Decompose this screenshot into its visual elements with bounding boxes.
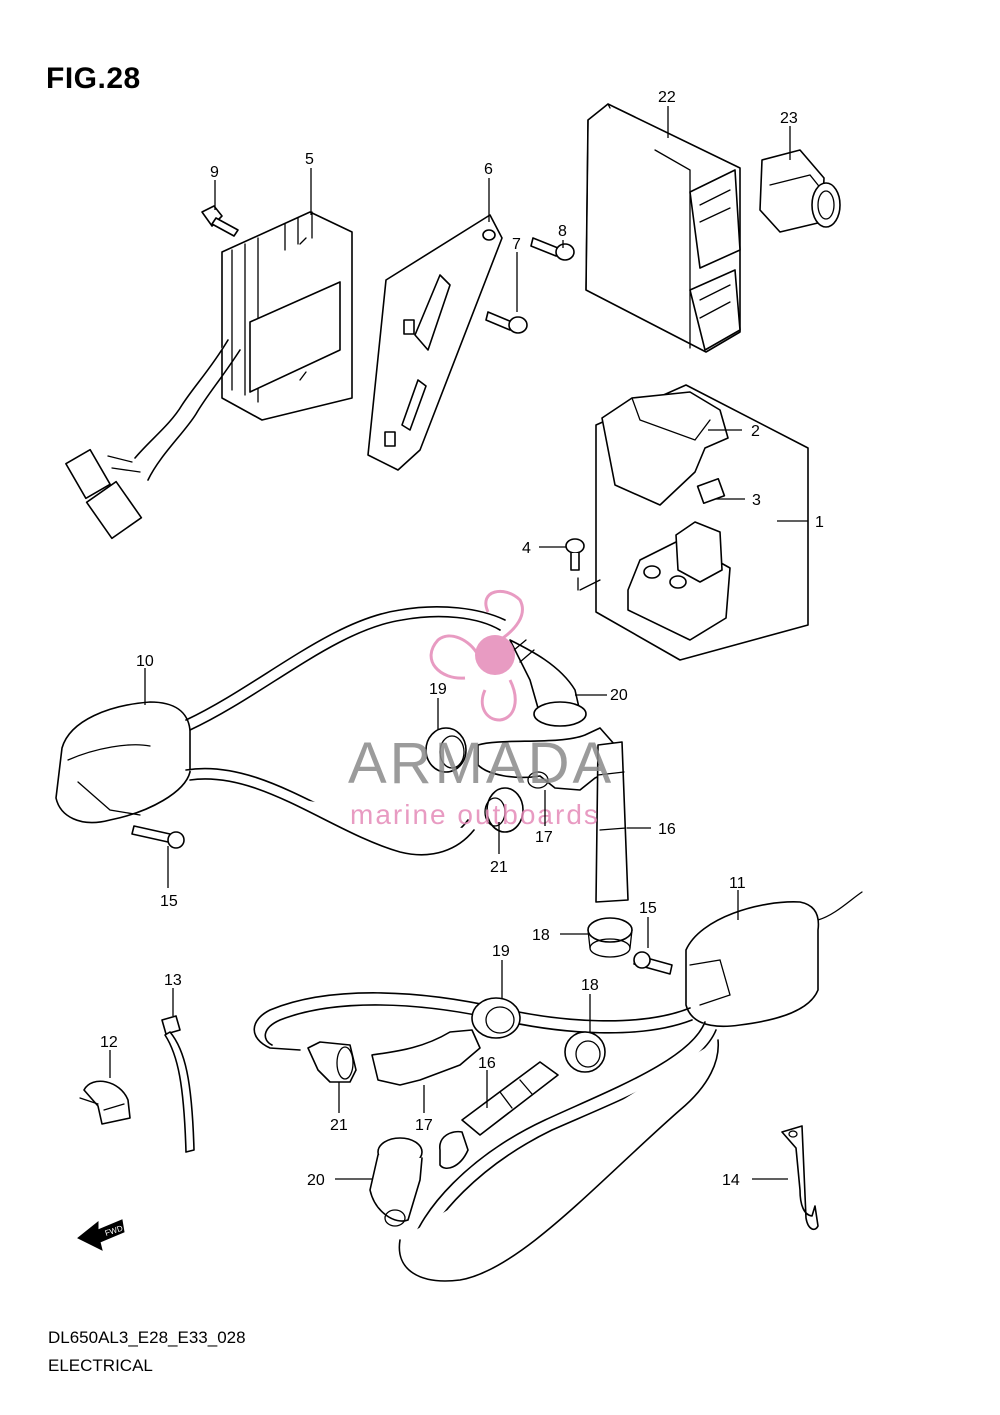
forward-direction-arrow: FWD xyxy=(77,1219,125,1251)
watermark-tagline: marine outboards xyxy=(350,799,600,830)
high-tension-leads-lower xyxy=(253,992,720,1282)
callout-18b: 18 xyxy=(581,977,599,994)
callout-14: 14 xyxy=(722,1172,740,1189)
armada-watermark: ARMADA marine outboards xyxy=(348,590,614,830)
callout-16: 16 xyxy=(658,821,676,838)
diagram-code: DL650AL3_E28_E33_028 xyxy=(48,1328,246,1347)
callout-17: 17 xyxy=(535,829,553,846)
ignition-coil-lower xyxy=(633,891,863,1028)
watermark-brand: ARMADA xyxy=(348,731,614,796)
seal-18-upper xyxy=(587,917,633,958)
mounting-bracket xyxy=(367,214,503,471)
callout-6: 6 xyxy=(484,161,493,178)
starter-relay-assembly xyxy=(577,384,809,661)
bolt-8 xyxy=(530,237,575,261)
callout-15b: 15 xyxy=(639,900,657,917)
screw-4 xyxy=(565,538,585,571)
plug-cap-16-lower xyxy=(439,1061,559,1169)
callout-12: 12 xyxy=(100,1034,118,1051)
callout-5: 5 xyxy=(305,151,314,168)
callout-labels: 22 23 9 5 6 8 7 2 3 1 4 10 19 20 17 16 2… xyxy=(100,89,824,1189)
callout-3: 3 xyxy=(752,492,761,509)
callout-13: 13 xyxy=(164,972,182,989)
callout-2: 2 xyxy=(751,423,760,440)
seal-18-lower xyxy=(564,1031,606,1073)
ignition-coil-upper xyxy=(55,606,506,856)
figure-title: FIG.28 xyxy=(46,62,141,95)
callout-20b: 20 xyxy=(307,1172,325,1189)
callout-16b: 16 xyxy=(478,1055,496,1072)
callout-7: 7 xyxy=(512,236,521,253)
harness-clip xyxy=(781,1125,819,1231)
callout-11: 11 xyxy=(729,875,746,892)
callout-10: 10 xyxy=(136,653,154,670)
cap-17-lower xyxy=(371,1029,481,1086)
propeller-logo xyxy=(429,590,524,722)
callout-19: 19 xyxy=(429,681,447,698)
wire-clamp xyxy=(79,1080,131,1125)
callout-17b: 17 xyxy=(415,1117,433,1134)
callout-20: 20 xyxy=(610,687,628,704)
callout-15: 15 xyxy=(160,893,178,910)
grommet-21-lower xyxy=(307,1041,357,1083)
callout-18: 18 xyxy=(532,927,550,944)
boot-19-lower xyxy=(471,997,521,1039)
callout-23: 23 xyxy=(780,110,798,127)
cable-tie xyxy=(161,1015,195,1153)
plug-cap-16-upper xyxy=(595,741,629,903)
callout-4: 4 xyxy=(522,540,531,557)
callout-21: 21 xyxy=(490,859,508,876)
callout-19b: 19 xyxy=(492,943,510,960)
boot-19-upper xyxy=(425,727,467,773)
ecu-connector xyxy=(759,149,841,233)
bolt-7 xyxy=(485,311,528,334)
callout-22: 22 xyxy=(658,89,676,106)
ecm-unit xyxy=(585,103,741,353)
callout-21b: 21 xyxy=(330,1117,348,1134)
callout-9: 9 xyxy=(210,164,219,181)
regulator-rectifier xyxy=(65,211,353,540)
callout-8: 8 xyxy=(558,223,567,240)
grommet-21-upper xyxy=(484,787,524,833)
leader-lines xyxy=(109,106,808,1180)
spark-plug-cap-upper xyxy=(509,639,587,727)
callout-1: 1 xyxy=(815,514,824,531)
diagram-section-name: ELECTRICAL xyxy=(48,1356,153,1375)
spark-plug-cap-lower xyxy=(369,1137,423,1227)
bolt-9 xyxy=(201,205,239,237)
